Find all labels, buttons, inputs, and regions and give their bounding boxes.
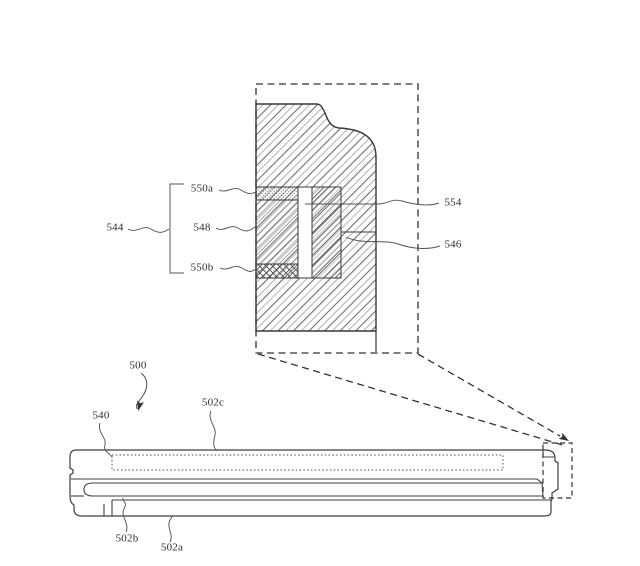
ref-label-502c: 502c <box>201 396 225 409</box>
leader-502c <box>209 410 218 452</box>
ref-label-554: 554 <box>444 196 462 209</box>
ref-label-550a: 550a <box>190 182 214 195</box>
middle-plate-shape <box>83 482 544 497</box>
ref-label-502b: 502b <box>115 532 139 545</box>
ref-label-550b: 550b <box>190 261 214 274</box>
leader-554 <box>305 199 440 206</box>
component-540-dotted-outline <box>111 454 504 471</box>
assembly-500-arrow-shaft <box>136 372 148 410</box>
leader-550a <box>218 187 257 195</box>
zoom-region-dashed-box <box>542 442 573 499</box>
device-view-drawing <box>69 372 573 543</box>
ref-label-546: 546 <box>444 238 462 251</box>
layer-550a-shape <box>255 186 299 201</box>
post-554-shape <box>311 186 342 279</box>
leader-502b <box>122 497 128 533</box>
ref-label-502a: 502a <box>160 541 184 554</box>
projection-line-right <box>417 353 561 437</box>
layer-550b-shape <box>255 263 299 279</box>
detail-dashed-boundary <box>255 83 419 354</box>
layer-548-shape <box>255 199 299 265</box>
ref-label-544: 544 <box>106 221 124 234</box>
ref-label-540: 540 <box>92 409 110 422</box>
leader-546 <box>345 236 441 249</box>
gap-channel <box>297 186 313 279</box>
top-cover-underside-line <box>71 478 543 484</box>
leader-502a <box>168 514 174 543</box>
projection-arrowhead <box>558 432 569 441</box>
leader-540 <box>98 422 113 458</box>
assembly-500-arrowhead <box>137 400 144 411</box>
leader-548 <box>215 225 257 232</box>
projection-line-left <box>257 353 567 447</box>
leader-544 <box>127 227 170 233</box>
ref-label-548: 548 <box>193 221 211 234</box>
device-outer-silhouette <box>69 449 559 517</box>
bracket-544 <box>169 183 184 274</box>
projection-lines <box>257 353 569 447</box>
detail-view-drawing <box>127 83 441 354</box>
leader-550b <box>219 265 257 272</box>
ref-label-500: 500 <box>129 359 147 372</box>
